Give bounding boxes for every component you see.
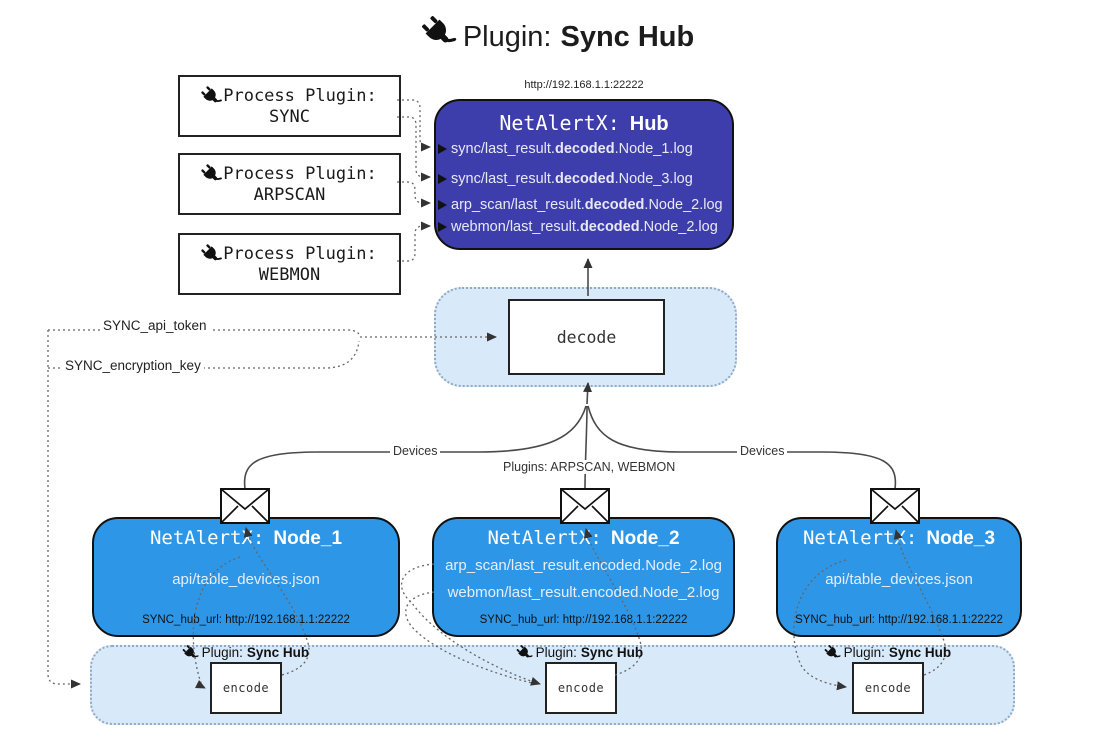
process-plugin-label: Process Plugin: [223,244,377,264]
node-title: NetAlertX:Node_1 [149,527,343,549]
encoder-label: Plugin:Sync Hub [485,645,675,661]
hub-row: arp_scan/last_result.decoded.Node_2.log [438,195,723,215]
triangle-icon [438,174,447,184]
hub-title: NetAlertX: Hub [436,111,732,136]
node-file: api/table_devices.json [172,571,320,588]
title-prefix: Plugin: [462,21,552,53]
node-hub-url: SYNC_hub_url: http://192.168.1.1:22222 [795,614,1003,626]
edge-node2-to-decode [584,405,588,490]
encode-box: encode [852,662,924,714]
node-file: arp_scan/last_result.encoded.Node_2.log [445,557,722,574]
process-plugin-name: SYNC [269,106,310,127]
hub-row: sync/last_result.decoded.Node_3.log [438,169,693,189]
node-title: NetAlertX:Node_3 [802,527,996,549]
hub-url-label: http://192.168.1.1:22222 [524,79,644,91]
process-plugin-webmon: Process Plugin: WEBMON [178,233,401,295]
devices-right-label: Devices [737,444,788,458]
triangle-icon [438,144,447,154]
encoder-label: Plugin:Sync Hub [151,645,341,661]
plug-icon [198,82,226,110]
hub-row: webmon/last_result.decoded.Node_2.log [438,217,718,237]
triangle-icon [438,200,447,210]
process-plugin-arpscan: Process Plugin: ARPSCAN [178,153,401,215]
node-hub-url: SYNC_hub_url: http://192.168.1.1:22222 [142,614,350,626]
process-plugin-name: ARPSCAN [253,184,326,205]
decode-box: decode [508,299,665,375]
process-plugin-label: Process Plugin: [223,164,377,184]
node-title: NetAlertX:Node_2 [487,527,680,549]
node-3-box: NetAlertX:Node_3 api/table_devices.json … [776,517,1022,637]
hub-name-prefix: NetAlertX: [499,111,620,135]
node-file: api/table_devices.json [825,571,973,588]
process-plugin-label: Process Plugin: [223,86,377,106]
hub-box: NetAlertX: Hub sync/last_result.decoded.N… [434,99,734,250]
plugins-center-label: Plugins: ARPSCAN, WEBMON [500,460,679,474]
plug-icon [179,642,201,664]
node-hub-url: SYNC_hub_url: http://192.168.1.1:22222 [479,614,688,626]
hub-name: Hub [629,113,669,135]
node-file: webmon/last_result.encoded.Node_2.log [447,584,720,601]
process-plugin-sync: Process Plugin: SYNC [178,75,401,137]
sync-encryption-key-label: SYNC_encryption_key [62,358,204,373]
plug-icon [198,160,226,188]
node-2-box: NetAlertX:Node_2 arp_scan/last_result.en… [432,517,735,637]
plug-icon [415,10,462,57]
plug-icon [513,642,535,664]
sync-api-token-label: SYNC_api_token [100,318,210,333]
node-1-box: NetAlertX:Node_1 api/table_devices.json … [92,517,400,637]
triangle-icon [438,222,447,232]
plug-icon [198,240,226,268]
hub-row: sync/last_result.decoded.Node_1.log [438,139,693,159]
process-plugin-name: WEBMON [258,264,321,285]
plug-icon [821,642,843,664]
encode-box: encode [210,662,282,714]
devices-left-label: Devices [390,444,441,458]
page-title: Plugin:Sync Hub [0,16,1117,54]
title-name: Sync Hub [560,21,695,53]
encode-box: encode [545,662,617,714]
encoder-label: Plugin:Sync Hub [793,645,983,661]
